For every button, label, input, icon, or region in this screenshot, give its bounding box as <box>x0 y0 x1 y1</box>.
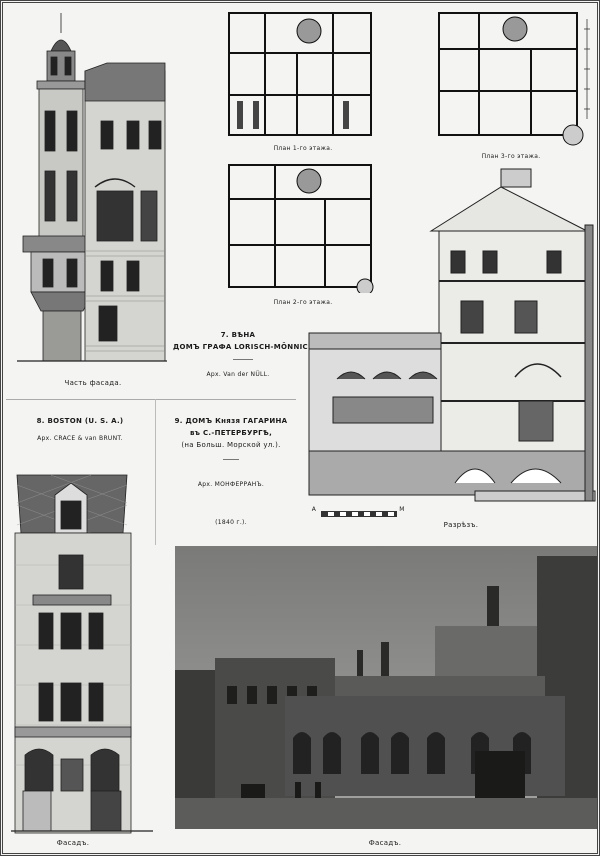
vienna-facade-drawing <box>17 11 167 366</box>
vienna-plan-1-caption: План 1-го этажа. <box>273 145 333 152</box>
vienna-plan-2-drawing <box>225 161 375 293</box>
vienna-plan-1-drawing <box>225 9 375 139</box>
vienna-plan-3-drawing <box>435 9 597 147</box>
gagarin-title-line2: въ С.-ПЕТЕРБУРГѢ, <box>189 429 273 437</box>
boston-architect: Арх. CRACE & van BRUNT. <box>37 435 123 442</box>
gagarin-section-drawing <box>305 165 599 517</box>
vienna-facade-caption: Часть фасада. <box>64 379 122 387</box>
scale-bar <box>321 511 397 517</box>
gagarin-year: (1840 г.). <box>215 519 247 526</box>
gagarin-title-line1: 9. ДОМЪ Князя ГАГАРИНА <box>174 417 288 425</box>
gagarin-facade-photo <box>175 546 597 829</box>
scale-bar-left-label: A <box>311 506 317 513</box>
vienna-architect: Арх. Van der NÜLL. <box>206 371 270 378</box>
vienna-title-line1: 7. ВѢНА <box>220 331 256 339</box>
gagarin-architect: Арх. МОНФЕРРАНЪ. <box>197 481 265 488</box>
boston-facade-caption: Фасадъ. <box>56 839 90 847</box>
gagarin-section-caption: Разрѣзъ. <box>443 521 479 529</box>
vienna-title-line2: ДОМЪ ГРАФА LORISCH-MÖNNICH. <box>173 343 318 351</box>
boston-column-divider <box>155 399 156 545</box>
gagarin-title-line3: (на Больш. Морской ул.). <box>181 441 281 449</box>
scale-bar-right-label: M <box>399 506 405 513</box>
boston-facade-drawing <box>11 455 153 835</box>
vienna-plan-2-caption: План 2-го этажа. <box>273 299 333 306</box>
gagarin-photo-caption: Фасадъ. <box>368 839 402 847</box>
vienna-plan-3-caption: План 3-го этажа. <box>481 153 541 160</box>
upper-section-divider <box>6 399 296 400</box>
gagarin-title-rule <box>223 459 239 460</box>
vienna-title-rule <box>233 359 253 360</box>
boston-title: 8. BOSTON (U. S. A.) <box>36 417 124 425</box>
